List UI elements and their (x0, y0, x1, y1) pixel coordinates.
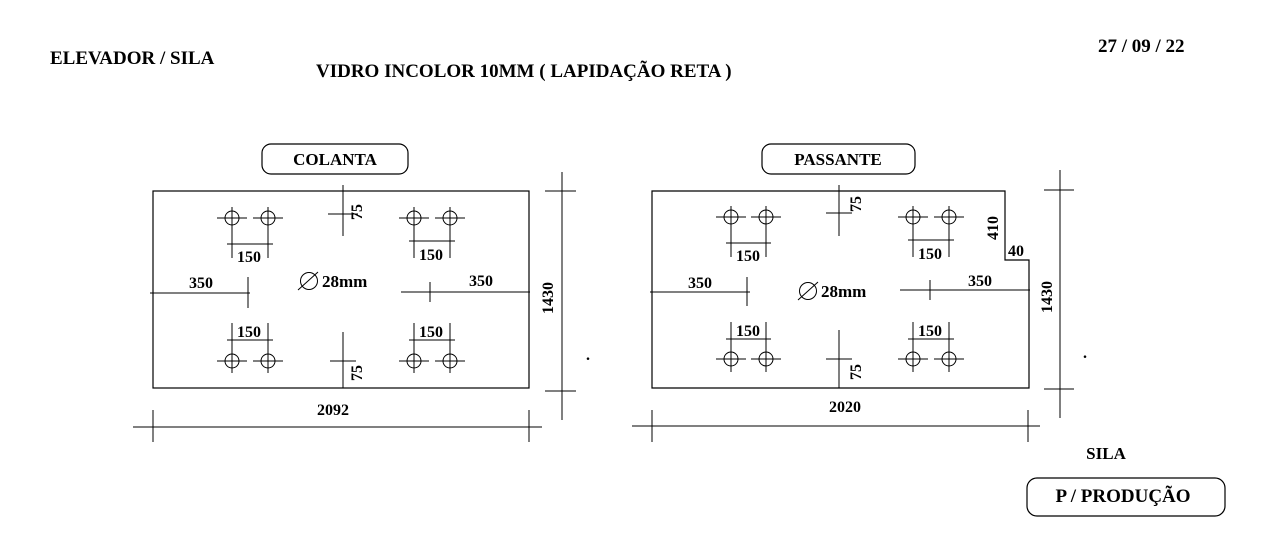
panel-label-box (261, 143, 409, 175)
client-name: SILA (1086, 444, 1126, 463)
right-offset-label: 350 (968, 273, 992, 290)
panel-height: 1430 (540, 282, 557, 314)
hole-group-top-left: 150 (716, 206, 781, 265)
hole-spacing-label: 150 (237, 324, 261, 341)
right-offset-label: 350 (469, 273, 493, 290)
bottom-offset-label: 75 (848, 364, 865, 380)
hole-diameter: 28mm (322, 272, 367, 291)
hole-diameter: 28mm (821, 282, 866, 301)
glass-spec: VIDRO INCOLOR 10MM ( LAPIDAÇÃO RETA ) (316, 60, 732, 82)
hole-group-top-right: 150 (898, 206, 964, 263)
hole-group-bottom-left: 150 (217, 323, 283, 373)
panel-colanta: COLANTA 75 75 350 350 28mm 1 (133, 143, 590, 442)
glass-outline (651, 190, 1030, 389)
hole-spacing-label: 150 (736, 323, 760, 340)
hole-spacing-label: 150 (736, 248, 760, 265)
panel-width: 2092 (317, 402, 349, 419)
svg-text:.: . (586, 347, 590, 364)
hole-spacing-label: 150 (419, 247, 443, 264)
panel-height: 1430 (1039, 281, 1056, 313)
hole-group-bottom-right: 150 (898, 322, 964, 372)
hole-spacing-label: 150 (918, 323, 942, 340)
purpose-label: P / PRODUÇÃO (1055, 485, 1190, 507)
hole-group-top-right: 150 (399, 207, 465, 264)
glass-outline (152, 190, 530, 389)
hole-group-top-left: 150 (217, 207, 283, 266)
project-title: ELEVADOR / SILA (50, 48, 215, 69)
top-offset-label: 75 (349, 204, 366, 220)
diameter-symbol (300, 272, 318, 290)
hole-spacing-label: 150 (237, 249, 261, 266)
hole-group-bottom-left: 150 (716, 322, 781, 372)
hole-spacing-label: 150 (419, 324, 443, 341)
hole-spacing-label: 150 (918, 246, 942, 263)
bottom-offset-label: 75 (349, 365, 366, 381)
panel-label: PASSANTE (794, 150, 882, 169)
top-offset-label: 75 (848, 196, 865, 212)
drawing-date: 27 / 09 / 22 (1098, 36, 1185, 57)
hole-group-bottom-right: 150 (399, 323, 465, 373)
notch-height: 410 (985, 216, 1002, 240)
left-offset-label: 350 (189, 275, 213, 292)
panel-label: COLANTA (293, 150, 377, 169)
panel-passante: PASSANTE 75 75 350 350 28mm 410 40 (632, 143, 1087, 442)
purpose-box (1026, 477, 1226, 517)
diameter-slash (797, 281, 819, 301)
panel-label-box (761, 143, 916, 175)
svg-text:.: . (1083, 345, 1087, 362)
diameter-symbol (799, 282, 817, 300)
panel-width: 2020 (829, 399, 861, 416)
left-offset-label: 350 (688, 275, 712, 292)
notch-width: 40 (1008, 243, 1024, 260)
